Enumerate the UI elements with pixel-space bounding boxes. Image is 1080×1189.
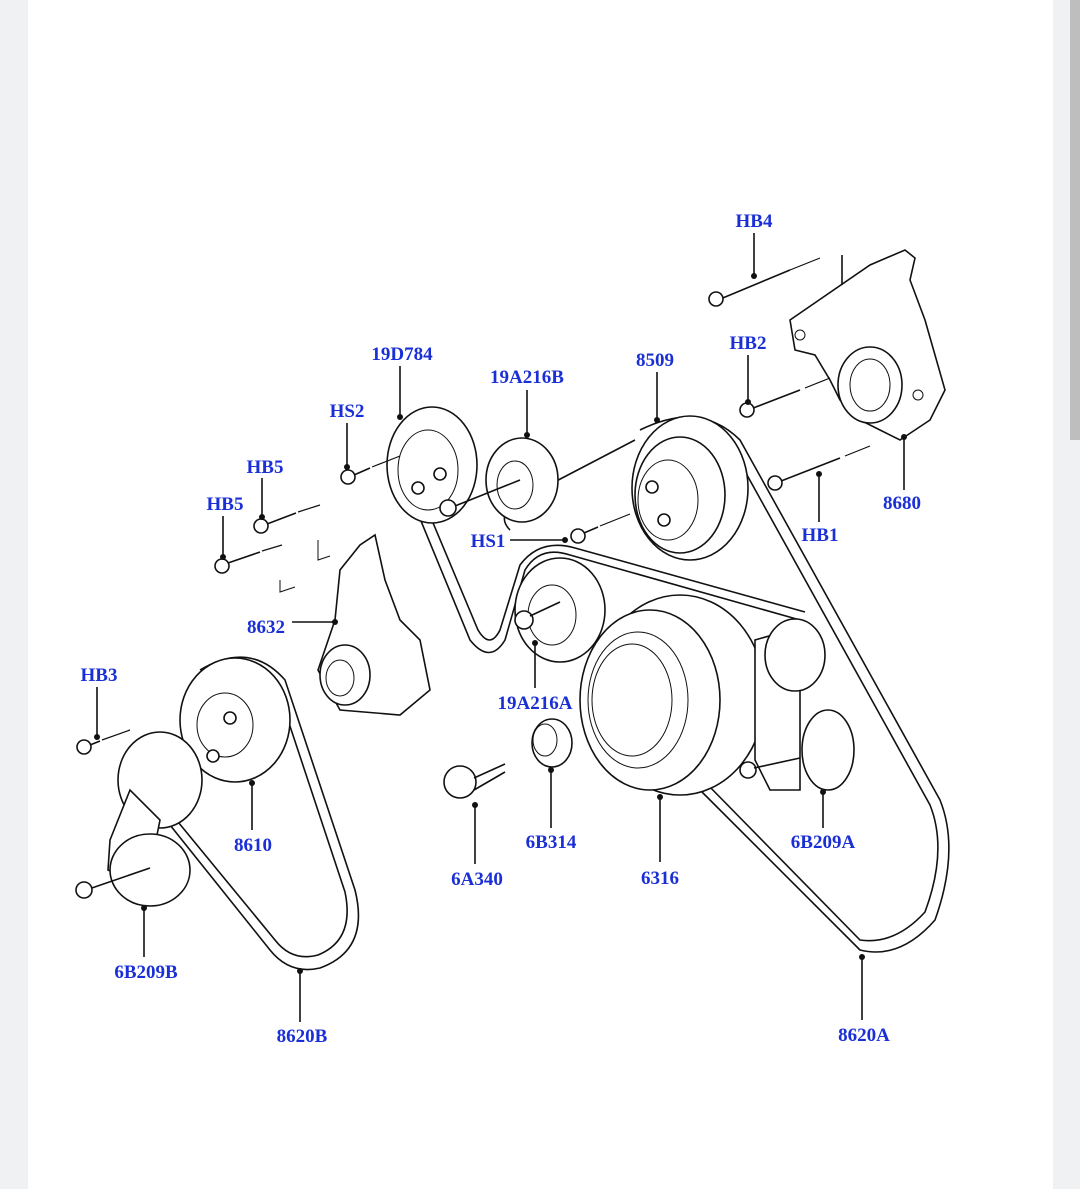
pulley-8509 — [631, 415, 749, 561]
pulley-8610 — [179, 657, 291, 783]
callout-6a340[interactable]: 6A340 — [451, 869, 503, 890]
bracket-8680 — [789, 249, 946, 441]
callout-6b209a[interactable]: 6B209A — [791, 832, 856, 853]
callout-hb5-lower[interactable]: HB5 — [207, 494, 244, 515]
bolt-hb4 — [708, 257, 821, 307]
callout-8680[interactable]: 8680 — [883, 493, 921, 514]
idler-19a216b — [439, 437, 559, 523]
bracket-8632 — [279, 533, 431, 716]
callout-hb4[interactable]: HB4 — [736, 211, 773, 232]
callout-8632[interactable]: 8632 — [247, 617, 285, 638]
bolt-hb1 — [767, 445, 871, 491]
callout-hb1[interactable]: HB1 — [802, 525, 839, 546]
sleeve-6b314 — [531, 718, 573, 768]
bolt-hb3 — [76, 729, 131, 755]
callout-8620b[interactable]: 8620B — [277, 1026, 328, 1047]
callout-6b209b[interactable]: 6B209B — [114, 962, 178, 983]
callout-hs1[interactable]: HS1 — [471, 531, 506, 552]
callout-6316[interactable]: 6316 — [641, 868, 679, 889]
callout-8509[interactable]: 8509 — [636, 350, 674, 371]
crank-pulley-6316 — [579, 594, 766, 796]
bolt-6a340 — [443, 763, 506, 799]
callout-8620a[interactable]: 8620A — [838, 1025, 890, 1046]
leader-lines — [94, 233, 907, 1022]
callout-hb3[interactable]: HB3 — [81, 665, 118, 686]
callout-hb5-upper[interactable]: HB5 — [247, 457, 284, 478]
pulley-19d784 — [386, 406, 478, 524]
callout-8610[interactable]: 8610 — [234, 835, 272, 856]
tensioner-6b209a — [739, 618, 855, 791]
scrollbar-thumb[interactable] — [1070, 0, 1080, 440]
bolt-hs2 — [340, 455, 401, 485]
bolt-hs1 — [570, 513, 631, 544]
bolt-hb2 — [739, 377, 831, 418]
callout-6b314[interactable]: 6B314 — [526, 832, 577, 853]
callout-hs2[interactable]: HS2 — [330, 401, 365, 422]
tensioner-6b209b — [75, 731, 203, 907]
callout-19d784[interactable]: 19D784 — [371, 344, 433, 365]
idler-19a216a — [514, 557, 606, 663]
callout-19a216b[interactable]: 19A216B — [490, 367, 564, 388]
callout-19a216a[interactable]: 19A216A — [498, 693, 573, 714]
callout-hb2[interactable]: HB2 — [730, 333, 767, 354]
